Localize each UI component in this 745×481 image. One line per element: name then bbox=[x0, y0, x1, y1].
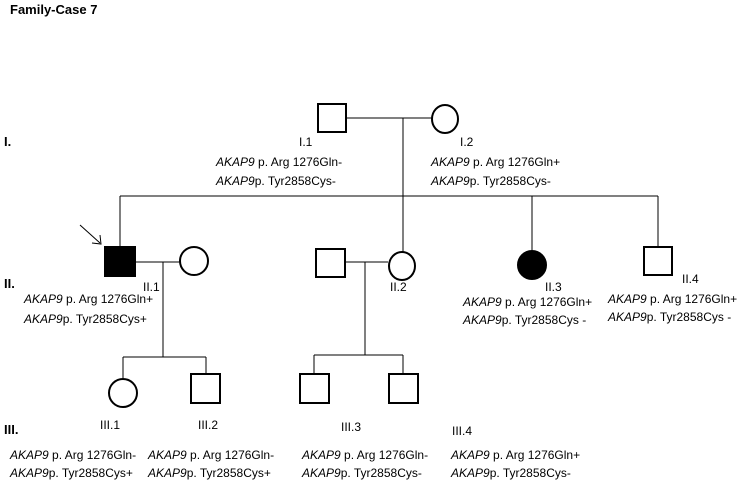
gene-name: AKAP9 bbox=[23, 312, 63, 326]
genotypes: AKAP9 p. Arg 1276Gln- AKAP9p. Tyr2858Cys… bbox=[9, 155, 737, 480]
gene-name: AKAP9 bbox=[215, 174, 255, 188]
variant-text: p. Arg 1276Gln+ bbox=[505, 295, 592, 309]
variant-text: p. Tyr2858Cys - bbox=[647, 310, 731, 324]
genotype-i1-line2: AKAP9p. Tyr2858Cys- bbox=[215, 174, 336, 188]
genotype-i1-line1: AKAP9 p. Arg 1276Gln- bbox=[215, 155, 342, 169]
diagram-title: Family-Case 7 bbox=[10, 2, 97, 17]
genotype-iii4-line2: AKAP9p. Tyr2858Cys- bbox=[450, 466, 571, 480]
gene-name: AKAP9 bbox=[430, 174, 470, 188]
label-iii1: III.1 bbox=[100, 418, 120, 432]
gene-name: AKAP9 bbox=[301, 466, 341, 480]
variant-text: p. Tyr2858Cys- bbox=[255, 174, 336, 188]
gene-name: AKAP9 bbox=[9, 466, 49, 480]
symbol-ii2-female bbox=[388, 251, 416, 281]
variant-text: p. Arg 1276Gln+ bbox=[473, 155, 560, 169]
gene-name: AKAP9 bbox=[430, 155, 470, 169]
genotype-iii1-line1: AKAP9 p. Arg 1276Gln- bbox=[9, 448, 136, 462]
label-i2: I.2 bbox=[460, 135, 474, 149]
variant-text: p. Arg 1276Gln- bbox=[52, 448, 136, 462]
variant-text: p. Tyr2858Cys+ bbox=[63, 312, 147, 326]
variant-text: p. Tyr2858Cys- bbox=[341, 466, 422, 480]
gene-name: AKAP9 bbox=[450, 466, 490, 480]
gene-name: AKAP9 bbox=[607, 292, 647, 306]
variant-text: p. Arg 1276Gln+ bbox=[493, 448, 580, 462]
variant-text: p. Tyr2858Cys- bbox=[490, 466, 571, 480]
genotype-ii1-line2: AKAP9p. Tyr2858Cys+ bbox=[23, 312, 147, 326]
genotype-iii2-line2: AKAP9p. Tyr2858Cys+ bbox=[147, 466, 271, 480]
variant-text: p. Arg 1276Gln+ bbox=[650, 292, 737, 306]
genotype-iii3-line1: AKAP9 p. Arg 1276Gln- bbox=[301, 448, 428, 462]
genotype-ii3-line1: AKAP9 p. Arg 1276Gln+ bbox=[462, 295, 592, 309]
symbol-ii1-male-affected bbox=[104, 246, 136, 277]
variant-text: p. Tyr2858Cys+ bbox=[49, 466, 133, 480]
label-iii3: III.3 bbox=[341, 420, 361, 434]
label-ii4: II.4 bbox=[682, 272, 699, 286]
genotype-iii2-line1: AKAP9 p. Arg 1276Gln- bbox=[147, 448, 274, 462]
symbol-ii4-male bbox=[643, 246, 673, 276]
label-iii4: III.4 bbox=[452, 424, 472, 438]
gene-name: AKAP9 bbox=[301, 448, 341, 462]
genotype-ii4-line2: AKAP9p. Tyr2858Cys - bbox=[607, 310, 731, 324]
variant-text: p. Tyr2858Cys - bbox=[502, 313, 586, 327]
symbol-ii1-spouse-female bbox=[179, 246, 209, 276]
gene-name: AKAP9 bbox=[9, 448, 49, 462]
genotype-i2-line1: AKAP9 p. Arg 1276Gln+ bbox=[430, 155, 560, 169]
gene-name: AKAP9 bbox=[147, 448, 187, 462]
genotype-iii3-line2: AKAP9p. Tyr2858Cys- bbox=[301, 466, 422, 480]
genotype-ii4-line1: AKAP9 p. Arg 1276Gln+ bbox=[607, 292, 737, 306]
label-ii3: II.3 bbox=[545, 280, 562, 294]
variant-text: p. Arg 1276Gln- bbox=[190, 448, 274, 462]
symbols bbox=[104, 103, 673, 408]
proband-arrow-shaft bbox=[79, 224, 101, 244]
label-ii1: II.1 bbox=[143, 280, 160, 294]
symbol-i1-male bbox=[317, 103, 347, 133]
gene-name: AKAP9 bbox=[462, 295, 502, 309]
generation-label-i: I. bbox=[4, 134, 11, 149]
symbol-ii2-spouse-male bbox=[315, 248, 346, 278]
symbol-ii3-female-affected bbox=[517, 250, 547, 280]
label-ii2: II.2 bbox=[390, 280, 407, 294]
generation-label-ii: II. bbox=[4, 276, 15, 291]
variant-text: p. Tyr2858Cys- bbox=[470, 174, 551, 188]
pedigree-lines bbox=[79, 117, 659, 378]
genotype-iii1-line2: AKAP9p. Tyr2858Cys+ bbox=[9, 466, 133, 480]
genotype-ii3-line2: AKAP9p. Tyr2858Cys - bbox=[462, 313, 586, 327]
genotype-iii4-line1: AKAP9 p. Arg 1276Gln+ bbox=[450, 448, 580, 462]
individual-labels: I.1 I.2 II.1 II.2 II.3 II.4 III.1 III.2 … bbox=[100, 135, 699, 438]
gene-name: AKAP9 bbox=[147, 466, 187, 480]
symbol-iii1-female bbox=[108, 378, 138, 408]
variant-text: p. Arg 1276Gln- bbox=[344, 448, 428, 462]
symbol-i2-female bbox=[431, 104, 459, 134]
variant-text: p. Arg 1276Gln+ bbox=[66, 292, 153, 306]
genotype-ii1-line1: AKAP9 p. Arg 1276Gln+ bbox=[23, 292, 153, 306]
label-i1: I.1 bbox=[299, 135, 313, 149]
symbol-iii2-male bbox=[190, 373, 221, 404]
gene-name: AKAP9 bbox=[215, 155, 255, 169]
variant-text: p. Arg 1276Gln- bbox=[258, 155, 342, 169]
gene-name: AKAP9 bbox=[462, 313, 502, 327]
genotype-i2-line2: AKAP9p. Tyr2858Cys- bbox=[430, 174, 551, 188]
gene-name: AKAP9 bbox=[450, 448, 490, 462]
generation-label-iii: III. bbox=[4, 422, 18, 437]
variant-text: p. Tyr2858Cys+ bbox=[187, 466, 271, 480]
symbol-iii4-male bbox=[388, 373, 419, 404]
symbol-iii3-male bbox=[299, 373, 330, 404]
gene-name: AKAP9 bbox=[23, 292, 63, 306]
proband-arrow-head bbox=[91, 234, 102, 245]
gene-name: AKAP9 bbox=[607, 310, 647, 324]
label-iii2: III.2 bbox=[198, 418, 218, 432]
